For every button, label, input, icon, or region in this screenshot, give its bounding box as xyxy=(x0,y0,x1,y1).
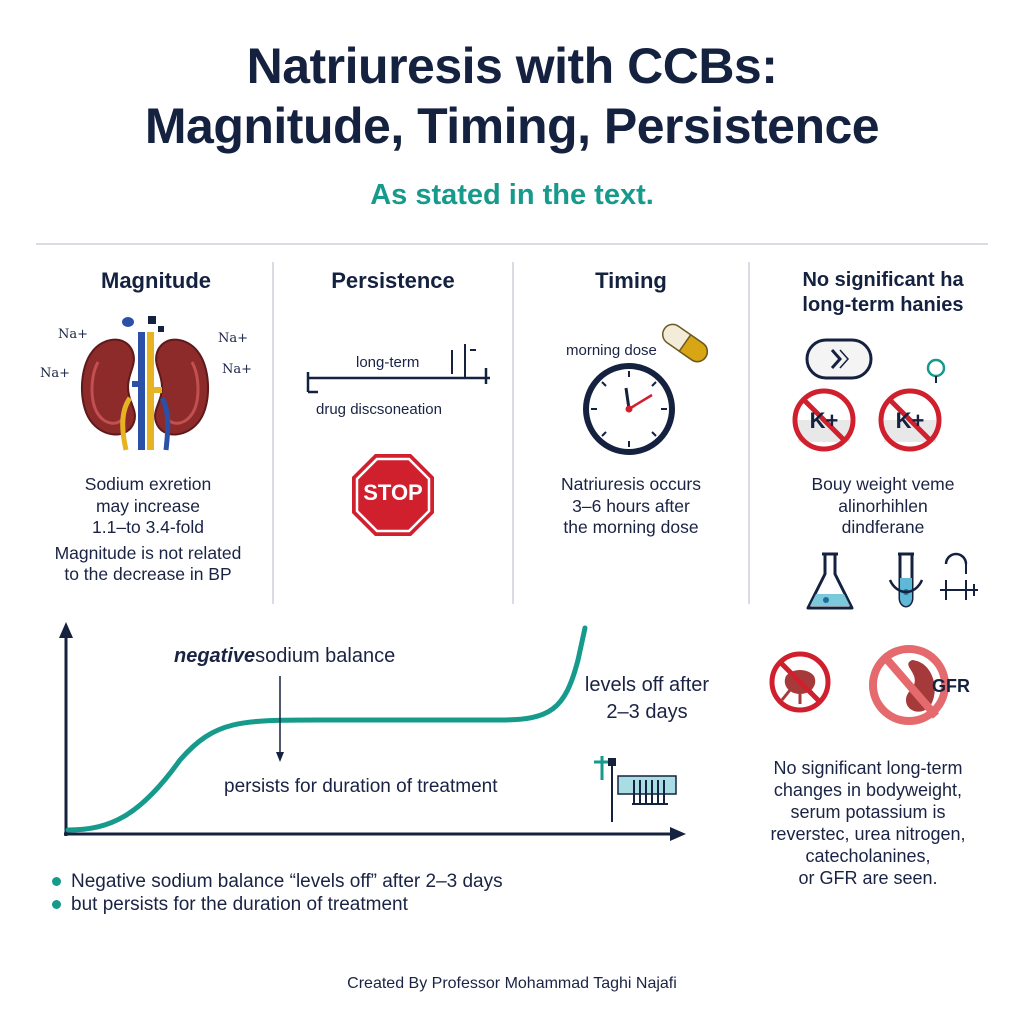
sodium-balance-chart xyxy=(59,622,686,841)
magnitude-heading: Magnitude xyxy=(101,268,211,293)
bullet-item-1: Negative sodium balance “levels off” aft… xyxy=(52,870,503,893)
summary-line-6: or GFR are seen. xyxy=(798,868,938,888)
summary-line-2: changes in bodyweight, xyxy=(773,780,963,800)
timing-text-3: the morning dose xyxy=(563,517,699,537)
magnitude-text-5: to the decrease in BP xyxy=(64,564,232,584)
clock-icon xyxy=(583,363,675,455)
gfr-label: GFR xyxy=(932,676,970,696)
no-changes-heading-2: long-term hanies xyxy=(802,294,964,316)
long-term-label: long-term xyxy=(356,354,420,371)
bullet-text-1: Negative sodium balance “levels off” aft… xyxy=(71,871,503,892)
no-changes-text-2: alinorhihlen xyxy=(838,496,928,516)
magnitude-text-1: Sodium exretion xyxy=(84,474,212,494)
no-kidney-gfr-icon xyxy=(869,645,949,725)
discontinuation-label: drug discsoneation xyxy=(316,401,442,418)
no-nerve-icon xyxy=(769,651,831,713)
magnitude-text-3: 1.1–to 3.4-fold xyxy=(92,517,204,537)
title-block: Natriuresis with CCBs: Magnitude, Timing… xyxy=(0,36,1024,212)
chart-label-levels-off-1: levels off after xyxy=(584,674,710,696)
test-tube-icon xyxy=(888,552,924,608)
magnitude-text-4: Magnitude is not related xyxy=(54,543,242,563)
bullet-dot xyxy=(52,877,61,886)
bullet-list: Negative sodium balance “levels off” aft… xyxy=(52,870,503,916)
potassium-label-2: K+ xyxy=(895,408,925,433)
summary-line-5: catecholanines, xyxy=(805,846,931,866)
page-title-line2: Magnitude, Timing, Persistence xyxy=(144,98,880,154)
no-changes-text-3: dindferane xyxy=(841,517,925,537)
timeline-bracket-icon xyxy=(306,344,490,394)
bullet-text-2: but persists for the duration of treatme… xyxy=(71,894,408,915)
footer-credit: Created By Professor Mohammad Taghi Naja… xyxy=(347,975,677,992)
chart-label-persists: persists for duration of treatment xyxy=(224,776,498,797)
magnitude-text-2: may increase xyxy=(95,496,201,516)
potassium-label-1: K+ xyxy=(809,408,839,433)
pill-capsule-icon xyxy=(661,323,709,363)
stop-sign-icon xyxy=(352,454,434,536)
no-potassium-icon-1 xyxy=(792,388,856,452)
na-label-4: Na+ xyxy=(222,362,253,377)
chart-label-sodium-balance: sodium balance xyxy=(255,645,396,667)
page-subtitle: As stated in the text. xyxy=(370,179,654,211)
flask-icon xyxy=(806,552,854,610)
na-label-3: Na+ xyxy=(218,331,249,346)
lab-apparatus-icon xyxy=(940,552,978,600)
summary-line-1: No significant long-term xyxy=(773,758,963,778)
summary-line-4: reverstec, urea nitrogen, xyxy=(770,824,966,844)
chart-label-levels-off-2: 2–3 days xyxy=(606,701,688,723)
chart-label-negative-sodium: negativesodium balance xyxy=(174,644,395,668)
morning-dose-label: morning dose xyxy=(566,342,657,359)
summary-line-3: serum potassium is xyxy=(790,802,946,822)
no-changes-text-1: Bouy weight veme xyxy=(811,474,955,494)
no-potassium-icon-2 xyxy=(878,388,942,452)
molecule-icon xyxy=(926,358,946,383)
chart-label-negative: negative xyxy=(174,645,256,667)
na-label-1: Na+ xyxy=(58,327,89,342)
stop-sign-label: STOP xyxy=(363,480,423,505)
na-label-2: Na+ xyxy=(40,366,71,381)
persistence-heading: Persistence xyxy=(331,268,455,293)
scale-icon xyxy=(805,338,873,380)
bullet-dot xyxy=(52,900,61,909)
kidneys-icon xyxy=(80,316,210,451)
page-title-line1: Natriuresis with CCBs: xyxy=(246,38,778,94)
timing-heading: Timing xyxy=(595,268,667,293)
column-divider-3 xyxy=(748,262,750,604)
infusion-monitor-icon xyxy=(594,756,677,822)
header-divider xyxy=(36,243,988,245)
right-bottom-summary: No significant long-term changes in body… xyxy=(728,757,1008,889)
timing-text-2: 3–6 hours after xyxy=(572,496,690,516)
column-divider-1 xyxy=(272,262,274,604)
bullet-item-2: but persists for the duration of treatme… xyxy=(52,893,503,916)
column-divider-2 xyxy=(512,262,514,604)
timing-text-1: Natriuresis occurs xyxy=(560,474,702,494)
no-changes-heading-1: No significant ha xyxy=(802,269,964,291)
